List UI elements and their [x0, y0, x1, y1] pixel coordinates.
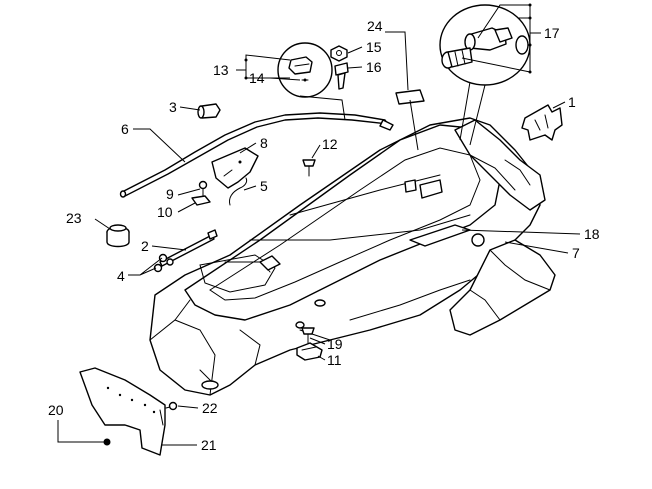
part-24-sticker [395, 89, 425, 105]
label-20: 20 [48, 402, 64, 418]
part-6-cable [119, 112, 394, 198]
part-12-screw [302, 159, 316, 177]
label-8: 8 [260, 135, 268, 151]
label-21: 21 [201, 437, 217, 453]
part-20-rivet [103, 438, 111, 446]
label-5: 5 [260, 178, 268, 194]
part-4-washers [153, 253, 174, 273]
part-8-plate [211, 147, 259, 189]
label-14: 14 [249, 70, 265, 86]
label-17: 17 [544, 25, 560, 41]
part-16-bolt [334, 62, 349, 90]
label-23: 23 [66, 210, 82, 226]
label-18: 18 [584, 226, 600, 242]
label-3: 3 [169, 99, 177, 115]
part-2-rod [159, 229, 218, 267]
part-22-screw [165, 401, 178, 411]
label-12: 12 [322, 136, 338, 152]
part-number-labels: 1 2 3 4 5 6 7 8 9 10 11 12 13 14 15 16 1… [48, 18, 600, 453]
part-3-bush [197, 103, 221, 119]
part-5-spring [229, 177, 248, 206]
label-4: 4 [117, 268, 125, 284]
label-10: 10 [157, 204, 173, 220]
part-1-bracket [521, 104, 563, 141]
label-13: 13 [213, 62, 229, 78]
label-6: 6 [121, 121, 129, 137]
part-9-screw [198, 180, 208, 199]
label-2: 2 [141, 238, 149, 254]
label-1: 1 [568, 94, 576, 110]
part-10-nut [191, 195, 211, 206]
leader-lines [57, 3, 581, 446]
label-19: 19 [327, 336, 343, 352]
label-15: 15 [366, 39, 382, 55]
part-19-screw [301, 327, 315, 344]
inset-detail-17-lock [439, 4, 531, 86]
part-21-panel [79, 367, 166, 456]
label-16: 16 [366, 59, 382, 75]
label-9: 9 [166, 186, 174, 202]
label-24: 24 [367, 18, 383, 34]
inset-detail-13-14 [277, 42, 333, 98]
label-7: 7 [572, 245, 580, 261]
label-22: 22 [202, 400, 218, 416]
helmet-compartment [149, 117, 556, 396]
label-11: 11 [327, 352, 342, 368]
part-23-grommet [106, 224, 130, 248]
part-15-nut [330, 45, 348, 62]
